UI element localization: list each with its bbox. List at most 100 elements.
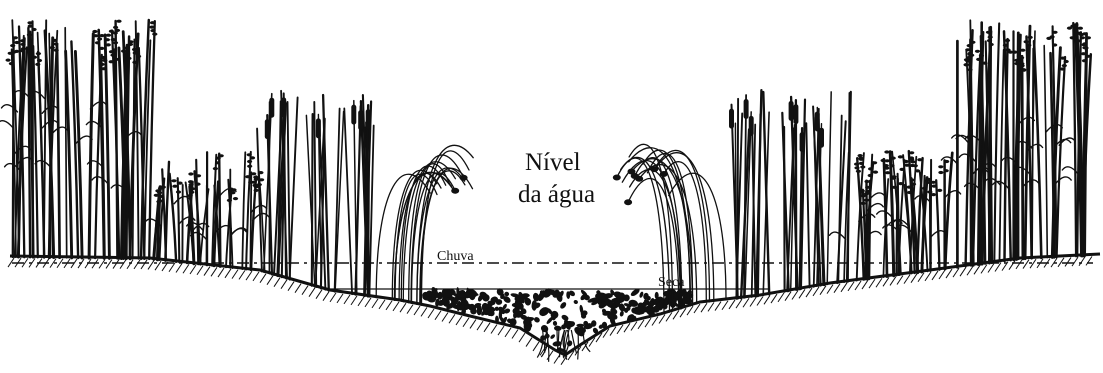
seed-head — [1003, 44, 1008, 47]
seed-head — [8, 52, 13, 55]
soil-hatch-mark — [1086, 256, 1092, 265]
soil-hatch-mark — [470, 319, 476, 328]
cattail-spike — [800, 132, 805, 152]
seed-head — [1005, 39, 1010, 42]
seed-head — [1024, 40, 1029, 43]
seed-head — [253, 176, 258, 179]
flower-head — [624, 199, 632, 205]
cattail-spike — [815, 112, 820, 132]
grass-blade — [1085, 34, 1087, 256]
grass-blade — [1000, 50, 1004, 262]
soil-hatch-mark — [631, 322, 637, 331]
soil-hatch-mark — [729, 300, 735, 309]
soil-hatch-mark — [148, 260, 154, 269]
seed-head — [116, 20, 121, 23]
seed-head — [31, 28, 36, 31]
rain-level-label: Chuva — [437, 249, 474, 264]
ground-surface-line — [10, 254, 1100, 355]
seed-head — [231, 188, 236, 191]
seed-head — [915, 169, 920, 172]
soil-hatch-mark — [995, 263, 1001, 272]
seed-head — [1018, 55, 1023, 58]
seed-head — [854, 166, 859, 169]
seed-head — [988, 36, 993, 39]
soil-hatch-mark — [764, 295, 770, 304]
cattail-spike — [358, 110, 363, 130]
soil-hatch-mark — [904, 275, 910, 284]
soil-hatch-mark — [869, 279, 875, 288]
seed-head — [1012, 51, 1017, 54]
seed-head — [913, 164, 918, 167]
cattail-spike — [744, 99, 749, 119]
seed-head — [865, 186, 870, 189]
seed-head — [93, 34, 98, 37]
soil-hatch-mark — [862, 280, 868, 289]
seed-head — [136, 55, 141, 58]
soil-hatch-mark — [99, 259, 105, 268]
seed-head — [989, 43, 994, 46]
soil-hatch-mark — [330, 293, 336, 302]
soil-hatch-mark — [477, 321, 483, 330]
soil-hatch-mark — [435, 311, 441, 320]
seed-head — [149, 26, 154, 29]
reed-stem — [312, 114, 313, 286]
soil-hatch-mark — [407, 305, 413, 314]
seed-head — [106, 43, 111, 46]
soil-hatch-mark — [484, 323, 490, 332]
soil-hatch-mark — [827, 285, 833, 294]
soil-hatch-mark — [414, 306, 420, 315]
soil-hatch-mark — [372, 299, 378, 308]
grass-blade — [994, 23, 999, 262]
soil-hatch-mark — [491, 324, 497, 333]
seed-head — [1080, 36, 1085, 39]
seed-head — [884, 150, 889, 153]
soil-hatch-mark — [932, 271, 938, 280]
grass-blade — [936, 180, 939, 269]
seed-head — [251, 172, 256, 175]
seed-head — [1062, 64, 1067, 67]
soil-hatch-mark — [386, 301, 392, 310]
soil-hatch-mark — [953, 268, 959, 277]
seed-head — [105, 38, 110, 41]
reed-stem — [288, 102, 290, 280]
seed-head — [891, 157, 896, 160]
seed-head — [97, 37, 102, 40]
soil-hatch-mark — [925, 272, 931, 281]
submerged-leaf — [549, 333, 555, 339]
soil-hatch-mark — [806, 288, 812, 297]
seed-head — [859, 162, 864, 165]
water-level-title-line1: Nível — [525, 149, 581, 176]
soil-hatch-mark — [918, 273, 924, 282]
seed-head — [172, 185, 177, 188]
seed-head — [27, 21, 32, 24]
soil-hatch-mark — [113, 260, 119, 269]
seed-head — [860, 165, 865, 168]
soil-hatch-mark — [617, 325, 623, 334]
soil-hatch-mark — [442, 313, 448, 322]
reed-stem — [344, 108, 352, 294]
soil-hatch-mark — [981, 264, 987, 273]
seed-head — [227, 199, 232, 202]
soil-hatch-mark — [680, 308, 686, 317]
soil-hatch-mark — [498, 326, 504, 335]
submerged-leaf — [573, 299, 579, 305]
arching-stem — [412, 173, 456, 303]
soil-hatch-mark — [1072, 257, 1078, 266]
soil-hatch-mark — [344, 295, 350, 304]
soil-hatch-mark — [533, 342, 539, 351]
soil-hatch-mark — [974, 265, 980, 274]
soil-hatch-mark — [673, 310, 679, 319]
seed-head — [1081, 43, 1086, 46]
seed-head — [124, 46, 129, 49]
soil-hatch-mark — [239, 270, 245, 279]
soil-hatch-mark — [547, 351, 553, 360]
soil-hatch-mark — [897, 276, 903, 285]
seed-head — [859, 158, 864, 161]
soil-hatch-mark — [183, 264, 189, 273]
leaf — [92, 177, 108, 184]
seed-head — [927, 178, 932, 181]
soil-hatch-mark — [358, 297, 364, 306]
seed-head — [215, 161, 220, 164]
seed-head — [95, 41, 100, 44]
seed-head — [864, 192, 869, 195]
